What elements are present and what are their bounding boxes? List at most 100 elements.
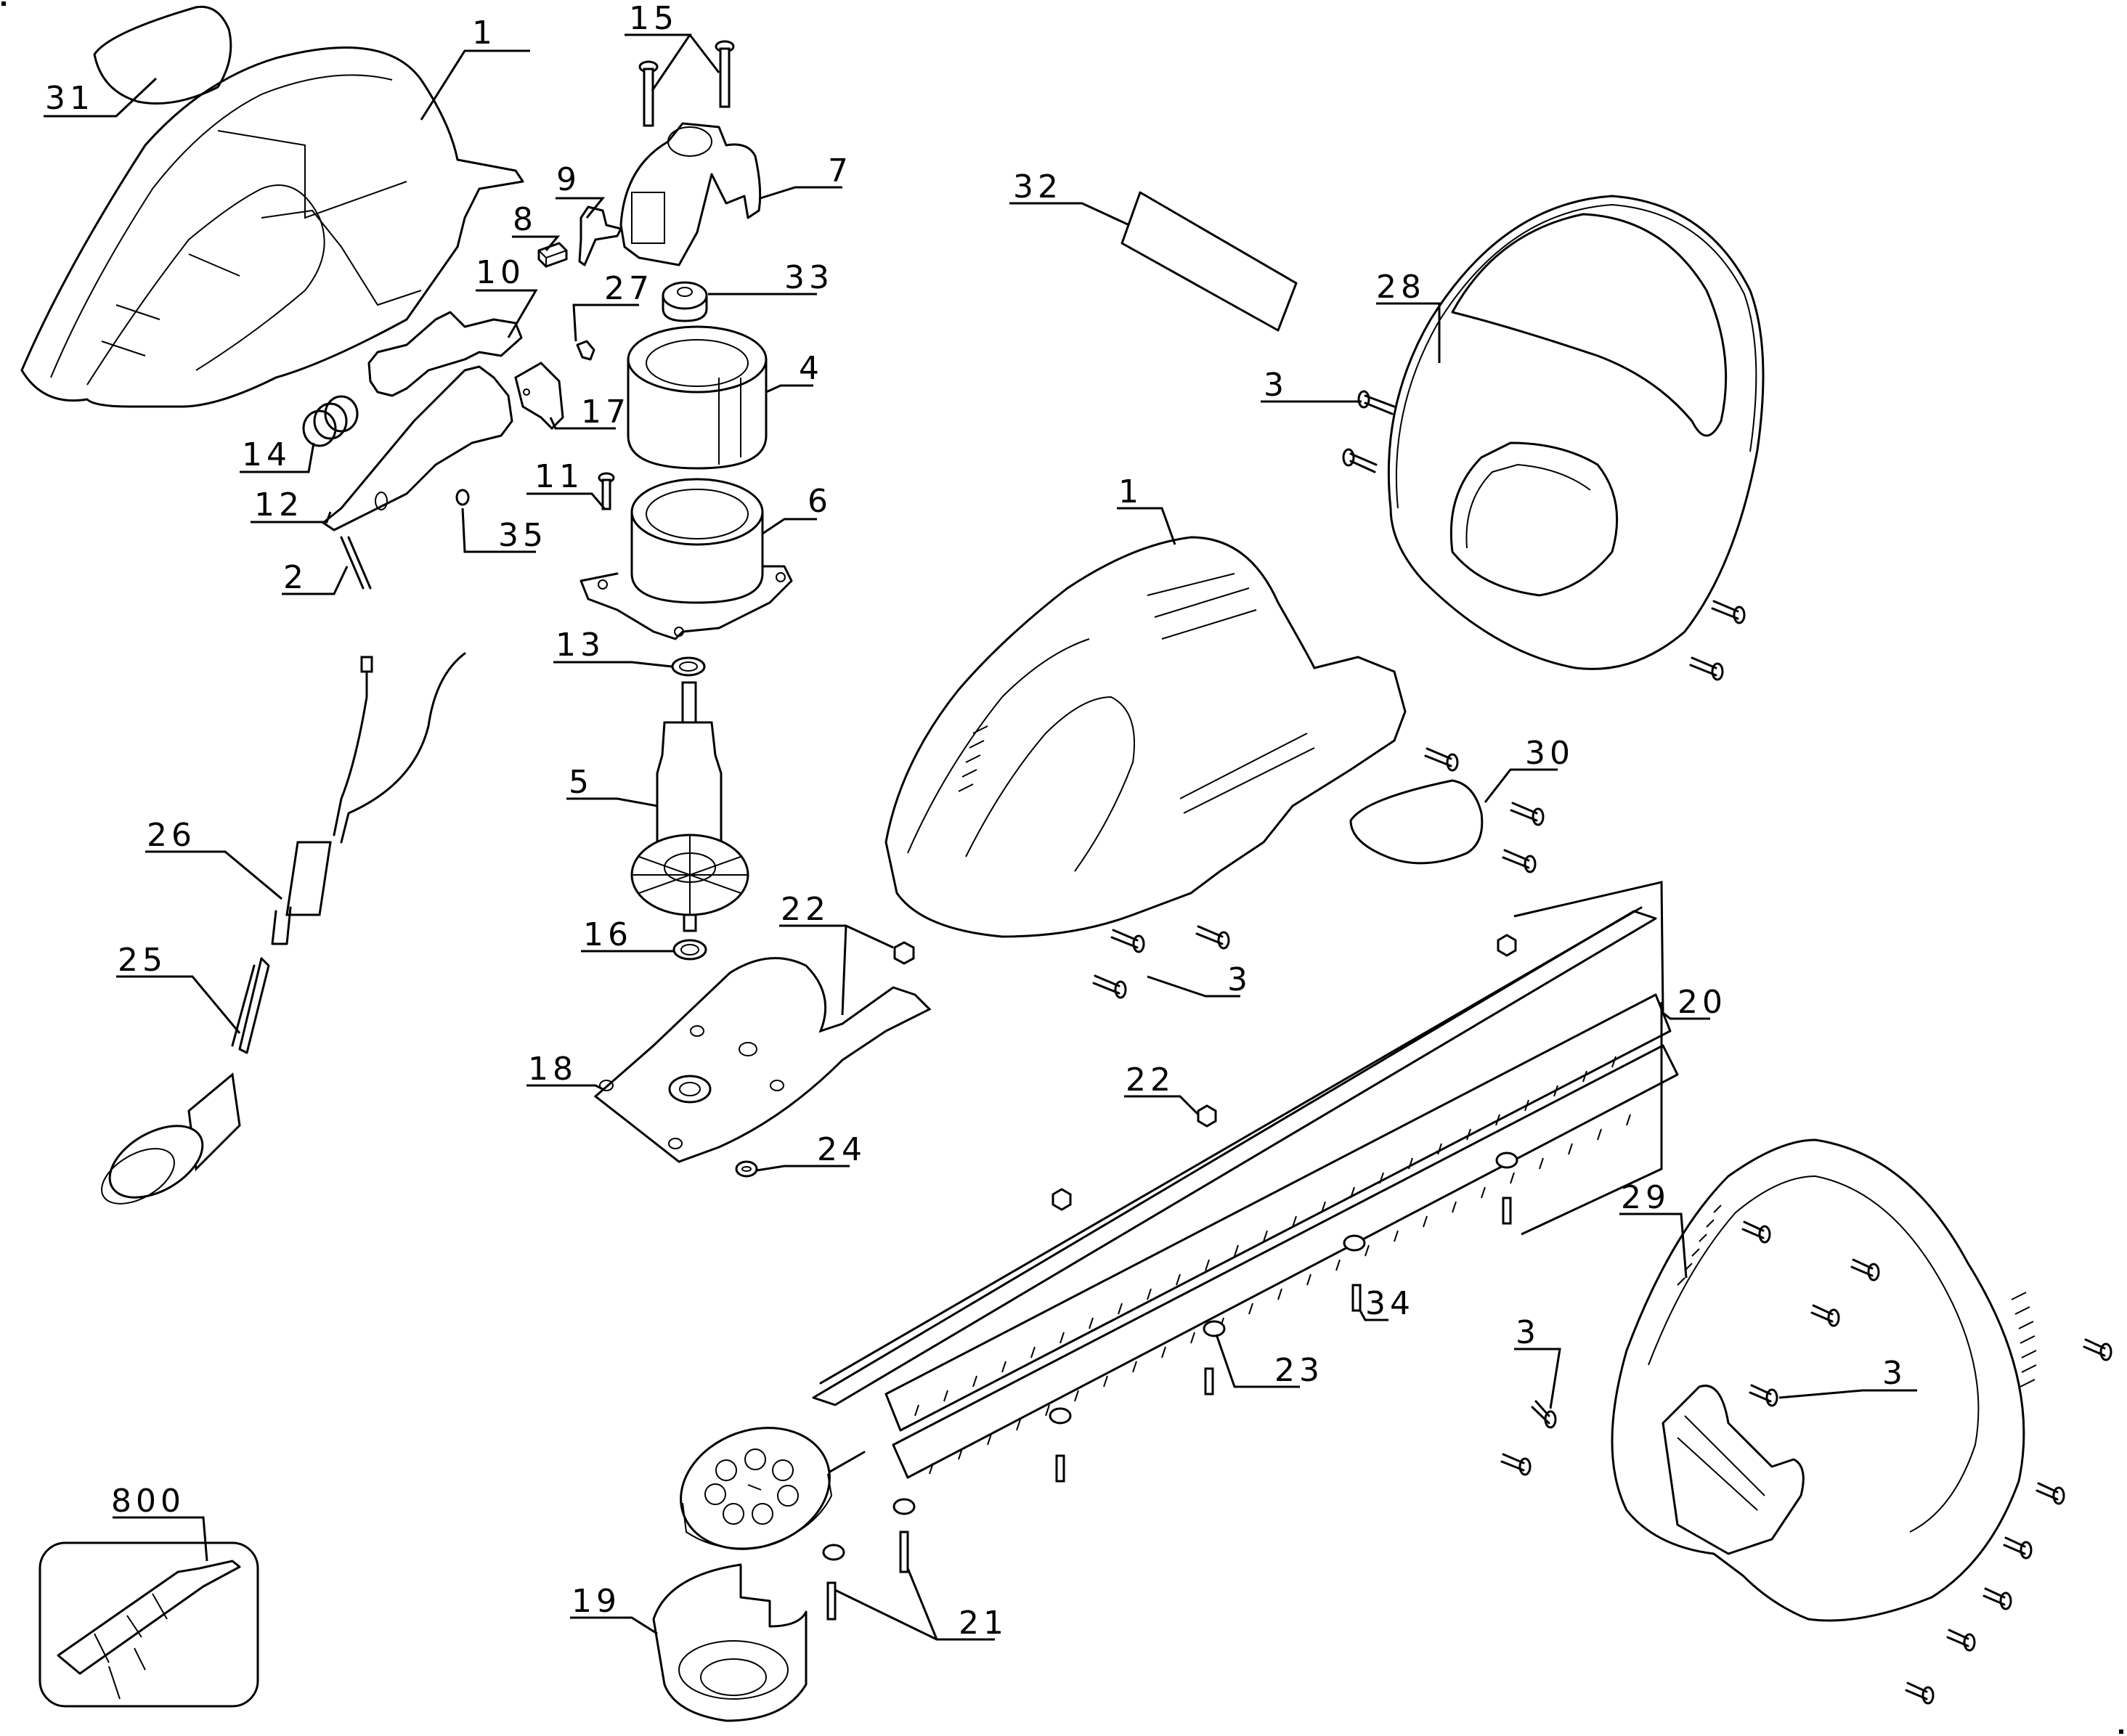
screw bbox=[2036, 1482, 2065, 1505]
leader-800 bbox=[113, 1516, 208, 1562]
screw bbox=[2083, 1338, 2112, 1361]
leader-6 bbox=[762, 518, 817, 535]
leader-3c bbox=[1514, 1348, 1561, 1409]
part-14-spring bbox=[302, 395, 359, 447]
part-29-front-handle bbox=[1611, 1138, 2037, 1622]
screw bbox=[1502, 849, 1537, 873]
part-28-rear-handle-cover bbox=[1387, 195, 1765, 670]
leader-26 bbox=[145, 850, 282, 900]
callout-3-lower-right: 3 bbox=[1882, 1355, 1907, 1392]
callout-6: 6 bbox=[808, 483, 832, 520]
part-7-brush-holder bbox=[619, 122, 762, 266]
leader-7 bbox=[760, 186, 842, 200]
part-17-switch bbox=[514, 362, 564, 431]
part-8-carbon-brush bbox=[537, 242, 568, 268]
leader-22b bbox=[1124, 1095, 1200, 1116]
part-15-screws bbox=[638, 40, 735, 127]
corner-mark-top-left bbox=[1, 1, 6, 6]
leader-4 bbox=[765, 384, 813, 394]
leader-22a bbox=[779, 924, 894, 1016]
leader-11 bbox=[526, 492, 606, 509]
callout-33: 33 bbox=[784, 259, 834, 296]
callout-19: 19 bbox=[572, 1583, 621, 1620]
part-13-washer bbox=[671, 656, 706, 677]
callout-3-lower-left: 3 bbox=[1516, 1314, 1540, 1351]
screw bbox=[1342, 448, 1378, 473]
callout-14: 14 bbox=[242, 436, 291, 473]
leader-34 bbox=[1359, 1310, 1388, 1321]
callout-3-mid: 3 bbox=[1227, 961, 1252, 998]
leader-1b bbox=[1117, 507, 1176, 545]
part-9-brush-terminal bbox=[578, 205, 622, 266]
part-20-blade-assembly bbox=[680, 906, 1679, 1550]
part-35-screw bbox=[455, 489, 470, 506]
callout-18: 18 bbox=[528, 1051, 577, 1088]
callout-21: 21 bbox=[959, 1605, 1008, 1642]
part-24-washer bbox=[735, 1160, 758, 1178]
part-25-cord-plug bbox=[101, 957, 270, 1205]
part-2-spring bbox=[340, 536, 372, 590]
screw bbox=[1110, 929, 1145, 953]
callout-17: 17 bbox=[581, 394, 630, 431]
part-12-trigger bbox=[322, 365, 513, 531]
leader-2 bbox=[282, 566, 349, 595]
callout-labels: 31 1 15 7 9 8 10 27 33 32 28 3 4 17 14 1… bbox=[45, 0, 1907, 1642]
callout-29: 29 bbox=[1621, 1179, 1670, 1216]
part-4-field-housing bbox=[627, 325, 768, 470]
leader-3d bbox=[1778, 1389, 1917, 1399]
leader-17 bbox=[549, 417, 616, 430]
callout-1-mid: 1 bbox=[1118, 473, 1143, 510]
leader-24 bbox=[756, 1165, 850, 1172]
part-800-kit-inset bbox=[38, 1541, 259, 1708]
callout-800: 800 bbox=[111, 1483, 185, 1520]
part-11-screw bbox=[598, 472, 615, 510]
leader-28 bbox=[1376, 302, 1441, 363]
part-33-bushing bbox=[662, 281, 708, 322]
leader-9 bbox=[556, 197, 606, 219]
leader-30 bbox=[1484, 768, 1558, 803]
callout-10: 10 bbox=[476, 254, 525, 291]
callout-32: 32 bbox=[1013, 168, 1062, 205]
part-16-washer bbox=[672, 939, 707, 961]
part-23-spacers bbox=[822, 1152, 1518, 1561]
part-30-label-plate bbox=[1349, 779, 1484, 865]
leader-5 bbox=[566, 797, 658, 807]
screw bbox=[1357, 390, 1396, 415]
screw bbox=[1741, 1221, 1771, 1244]
part-22-nut-upper bbox=[893, 941, 915, 965]
callout-28: 28 bbox=[1376, 269, 1426, 306]
callout-12: 12 bbox=[254, 486, 304, 523]
screw bbox=[1946, 1629, 1976, 1652]
leader-23 bbox=[1215, 1334, 1300, 1388]
callout-34: 34 bbox=[1365, 1285, 1415, 1322]
screw bbox=[1424, 747, 1459, 772]
leader-8 bbox=[512, 235, 561, 251]
screw bbox=[2003, 1536, 2033, 1560]
leader-25 bbox=[116, 975, 241, 1034]
screw bbox=[1092, 974, 1127, 999]
callout-22-upper: 22 bbox=[781, 891, 830, 928]
leader-lines bbox=[44, 33, 1917, 1641]
callout-35: 35 bbox=[498, 517, 548, 554]
callout-9: 9 bbox=[556, 161, 581, 198]
screw bbox=[1905, 1682, 1935, 1705]
part-22-nuts bbox=[1052, 934, 1517, 1211]
callout-24: 24 bbox=[817, 1131, 866, 1168]
callout-23: 23 bbox=[1274, 1352, 1324, 1389]
screw bbox=[1850, 1258, 1880, 1281]
leader-14 bbox=[240, 442, 315, 473]
screw bbox=[1982, 1587, 2012, 1610]
part-1-housing-half bbox=[20, 46, 524, 408]
part-18-gear-case bbox=[593, 957, 932, 1163]
callout-4: 4 bbox=[799, 350, 823, 387]
callout-11: 11 bbox=[534, 458, 584, 495]
part-27-clip bbox=[576, 340, 595, 361]
leader-35 bbox=[461, 508, 536, 553]
leader-3b bbox=[1147, 975, 1240, 998]
callout-3-top: 3 bbox=[1264, 367, 1288, 404]
callout-25: 25 bbox=[118, 942, 167, 979]
screw bbox=[1531, 1400, 1557, 1429]
corner-mark-bottom-right bbox=[2119, 1729, 2123, 1734]
callout-1-top: 1 bbox=[472, 15, 497, 52]
